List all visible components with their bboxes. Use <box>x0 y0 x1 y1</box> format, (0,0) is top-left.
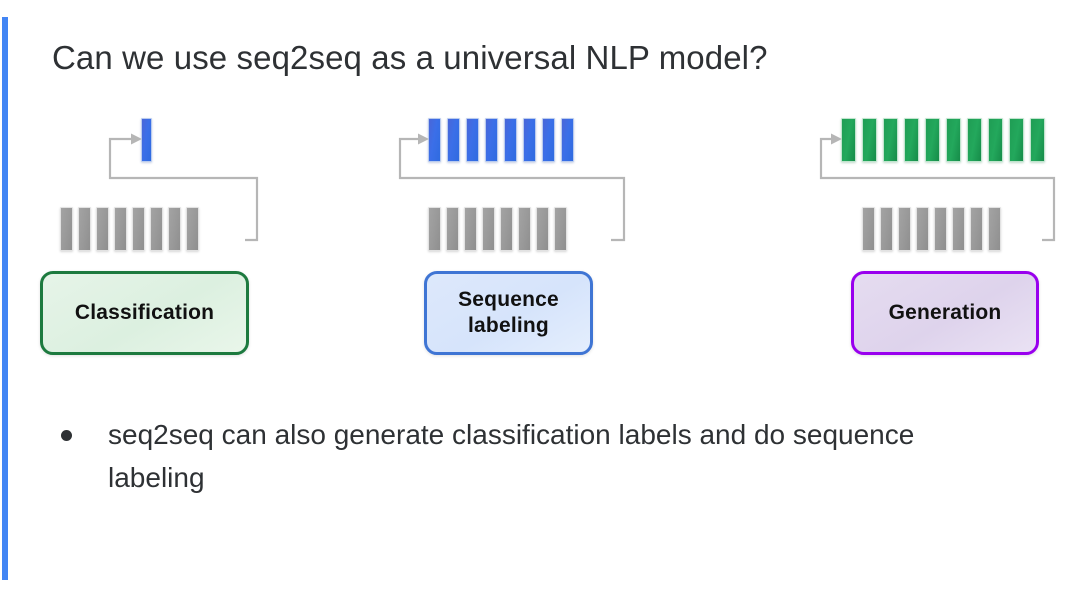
sequence-output-bar-6 <box>523 118 536 162</box>
generation-output-bar-3 <box>883 118 898 162</box>
classification-input-bar-8 <box>186 207 199 251</box>
classification-input-bar-6 <box>150 207 163 251</box>
classification-input-bars <box>60 207 199 251</box>
label-box-classification[interactable]: Classification <box>40 271 249 355</box>
generation-input-bar-1 <box>862 207 875 251</box>
label-text-classification: Classification <box>74 301 215 324</box>
generation-input-bar-3 <box>898 207 911 251</box>
list-item: seq2seq can also generate classification… <box>52 413 1012 499</box>
generation-input-bars <box>862 207 1001 251</box>
generation-output-bar-2 <box>862 118 877 162</box>
sequence-output-bar-4 <box>485 118 498 162</box>
label-box-generation[interactable]: Generation <box>851 271 1039 355</box>
sequence-input-bar-2 <box>446 207 459 251</box>
sequence-input-bar-1 <box>428 207 441 251</box>
label-text-sequence-labeling: Sequence labeling <box>458 287 559 339</box>
classification-input-bar-7 <box>168 207 181 251</box>
generation-output-bar-9 <box>1009 118 1024 162</box>
bullet-list: seq2seq can also generate classification… <box>52 413 1012 499</box>
generation-output-bar-10 <box>1030 118 1045 162</box>
generation-output-bar-8 <box>988 118 1003 162</box>
sequence-input-bar-4 <box>482 207 495 251</box>
classification-output-bars <box>141 118 152 162</box>
generation-input-bar-7 <box>970 207 983 251</box>
left-accent-rail <box>2 17 8 580</box>
sequence-output-bar-2 <box>447 118 460 162</box>
label-text-generation: Generation <box>888 301 1002 324</box>
bullet-item-text: seq2seq can also generate classification… <box>108 419 915 493</box>
sequence-input-bar-6 <box>518 207 531 251</box>
generation-input-bar-2 <box>880 207 893 251</box>
sequence-output-bar-3 <box>466 118 479 162</box>
generation-input-bar-8 <box>988 207 1001 251</box>
label-text-sequence-line1: Sequence <box>458 288 559 311</box>
classification-input-bar-1 <box>60 207 73 251</box>
sequence-output-bar-5 <box>504 118 517 162</box>
label-text-sequence-line2: labeling <box>468 314 549 337</box>
classification-input-bar-3 <box>96 207 109 251</box>
classification-connector-arrow <box>108 133 259 242</box>
classification-input-bar-4 <box>114 207 127 251</box>
sequence-input-bar-8 <box>554 207 567 251</box>
generation-input-bar-4 <box>916 207 929 251</box>
generation-input-bar-6 <box>952 207 965 251</box>
generation-output-bar-1 <box>841 118 856 162</box>
label-box-sequence-labeling[interactable]: Sequence labeling <box>424 271 593 355</box>
sequence-connector-arrow <box>398 133 626 242</box>
sequence-output-bar-1 <box>428 118 441 162</box>
sequence-input-bar-7 <box>536 207 549 251</box>
generation-connector-arrow <box>819 133 1056 242</box>
classification-output-bar-1 <box>141 118 152 162</box>
bullet-dot-icon <box>61 430 72 441</box>
generation-output-bar-4 <box>904 118 919 162</box>
generation-output-bar-6 <box>946 118 961 162</box>
sequence-input-bar-5 <box>500 207 513 251</box>
generation-output-bar-7 <box>967 118 982 162</box>
page-title: Can we use seq2seq as a universal NLP mo… <box>52 39 768 76</box>
generation-input-bar-5 <box>934 207 947 251</box>
classification-input-bar-2 <box>78 207 91 251</box>
sequence-output-bar-8 <box>561 118 574 162</box>
sequence-input-bars <box>428 207 567 251</box>
sequence-input-bar-3 <box>464 207 477 251</box>
sequence-output-bars <box>428 118 574 162</box>
classification-input-bar-5 <box>132 207 145 251</box>
sequence-output-bar-7 <box>542 118 555 162</box>
generation-output-bar-5 <box>925 118 940 162</box>
generation-output-bars <box>841 118 1045 162</box>
